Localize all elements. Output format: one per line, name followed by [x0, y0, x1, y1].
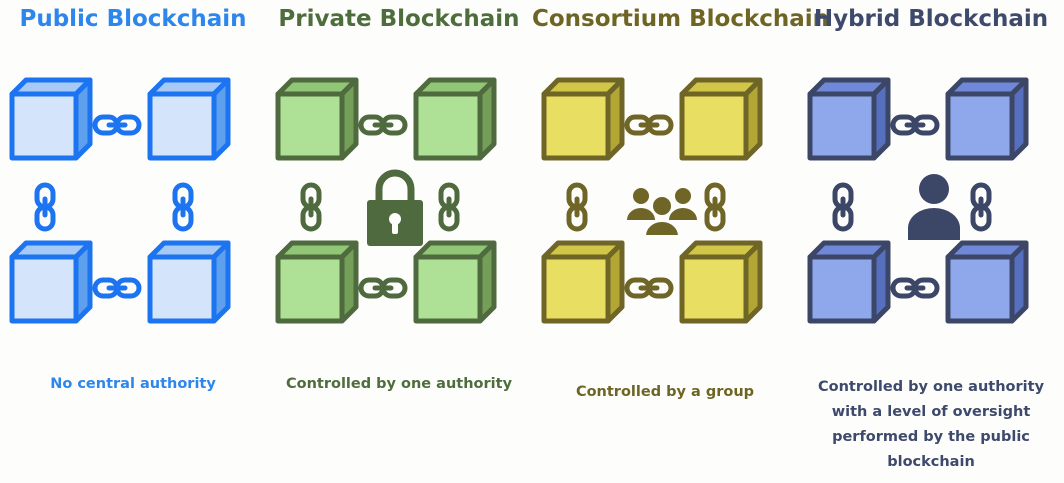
caption-line: Controlled by a group [575, 384, 755, 400]
block-cube [413, 77, 497, 161]
chain-link [358, 114, 408, 136]
caption-line: No central authority [50, 376, 216, 392]
block-cube [413, 240, 497, 324]
chain-diagram [541, 77, 763, 324]
chain-link [704, 182, 726, 232]
group-icon [627, 188, 697, 237]
person-icon [908, 174, 960, 240]
panel-title: Private Blockchain [278, 6, 520, 32]
panel-title: Consortium Blockchain [532, 6, 830, 32]
block-cube [541, 77, 625, 161]
chain-link [832, 182, 854, 232]
panel-title: Public Blockchain [19, 6, 247, 32]
block-cube [679, 240, 763, 324]
block-cube [147, 77, 231, 161]
caption-line: with a level of oversight [831, 404, 1031, 420]
panel-caption: No central authority [4, 372, 262, 397]
chain-link [624, 277, 674, 299]
panel-caption: Controlled by one authority with a level… [802, 375, 1060, 475]
chain-link [566, 182, 588, 232]
block-cube [807, 77, 891, 161]
block-cube [807, 240, 891, 324]
block-cube [9, 77, 93, 161]
block-cube [9, 240, 93, 324]
block-cube [945, 77, 1029, 161]
caption-line: Controlled by one authority [285, 376, 513, 392]
block-cube [147, 240, 231, 324]
chain-diagram [807, 77, 1029, 324]
chain-link [624, 114, 674, 136]
block-cube [679, 77, 763, 161]
block-cube [275, 77, 359, 161]
chain-link [92, 277, 142, 299]
panel-title: Hybrid Blockchain [813, 6, 1049, 32]
chain-link [890, 277, 940, 299]
padlock-icon [367, 169, 423, 246]
chain-link [300, 182, 322, 232]
chain-diagram [275, 77, 497, 324]
caption-line: Controlled by one authority [817, 379, 1045, 395]
caption-line: blockchain [887, 454, 975, 470]
chain-link [890, 114, 940, 136]
chain-link [92, 114, 142, 136]
panel-hybrid: Hybrid Blockchain Controlled by one auth… [798, 0, 1064, 483]
panel-public: Public Blockchain No central authority [0, 0, 266, 483]
block-cube [275, 240, 359, 324]
panel-caption: Controlled by one authority [270, 372, 528, 397]
panel-consortium: Consortium Blockchain Controlled by a gr… [532, 0, 830, 483]
chain-link [970, 182, 992, 232]
chain-link [358, 277, 408, 299]
block-cube [945, 240, 1029, 324]
chain-link [34, 182, 56, 232]
panel-caption: Controlled by a group [536, 380, 794, 405]
chain-link [438, 182, 460, 232]
chain-diagram [9, 77, 231, 324]
caption-line: performed by the public [832, 429, 1030, 445]
chain-link [172, 182, 194, 232]
panel-private: Private Blockchain Controlled by one aut… [266, 0, 532, 483]
block-cube [541, 240, 625, 324]
